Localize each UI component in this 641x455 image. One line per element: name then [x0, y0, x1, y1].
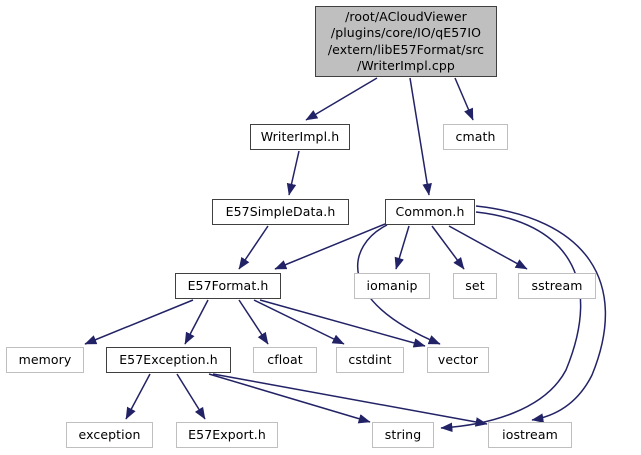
- graph-node-e57simpledata[interactable]: E57SimpleData.h: [212, 199, 349, 225]
- edge-format-to-cstdint: [253, 299, 345, 345]
- edge-format-to-memory: [84, 299, 194, 345]
- edge-format-to-cfloat: [238, 299, 269, 345]
- graph-node-exception[interactable]: exception: [66, 422, 153, 448]
- graph-node-common_h[interactable]: Common.h: [385, 199, 475, 225]
- edge-common-to-iomanip: [394, 225, 410, 270]
- graph-node-e57export_h[interactable]: E57Export.h: [176, 422, 278, 448]
- edge-exception-to-string: [208, 373, 371, 424]
- graph-node-cstdint[interactable]: cstdint: [336, 347, 404, 373]
- edge-root-to-common: [409, 77, 432, 196]
- edge-common-to-sstream: [448, 225, 528, 270]
- edge-root-to-writerimpl: [305, 77, 378, 121]
- graph-node-e57exception[interactable]: E57Exception.h: [106, 347, 231, 373]
- graph-node-root[interactable]: /root/ACloudViewer /plugins/core/IO/qE57…: [315, 6, 497, 77]
- graph-node-cfloat[interactable]: cfloat: [253, 347, 317, 373]
- edge-common-to-format: [274, 223, 386, 270]
- graph-node-writerimpl_h[interactable]: WriterImpl.h: [250, 124, 350, 150]
- edge-common-to-iostream: [475, 205, 607, 423]
- edge-format-to-exception-h: [184, 299, 209, 345]
- graph-node-cmath[interactable]: cmath: [443, 124, 508, 150]
- graph-node-vector[interactable]: vector: [427, 347, 489, 373]
- edge-exception-to-exception: [125, 373, 151, 420]
- edge-root-to-cmath: [454, 77, 474, 121]
- graph-node-set[interactable]: set: [453, 273, 497, 299]
- edge-common-to-string: [440, 211, 582, 433]
- edge-exception-to-export: [176, 373, 206, 420]
- graph-node-memory[interactable]: memory: [6, 347, 84, 373]
- graph-node-e57format_h[interactable]: E57Format.h: [175, 273, 281, 299]
- graph-node-iomanip[interactable]: iomanip: [354, 273, 430, 299]
- edge-format-to-vector: [259, 299, 426, 348]
- edge-simpledata-to-format: [238, 225, 269, 270]
- graph-node-sstream[interactable]: sstream: [518, 273, 596, 299]
- graph-node-iostream[interactable]: iostream: [488, 422, 572, 448]
- edge-writerimpl-to-simpledata: [286, 150, 300, 196]
- graph-node-string[interactable]: string: [372, 422, 434, 448]
- edge-common-to-set: [431, 225, 465, 270]
- edge-exception-to-iostream: [212, 373, 488, 427]
